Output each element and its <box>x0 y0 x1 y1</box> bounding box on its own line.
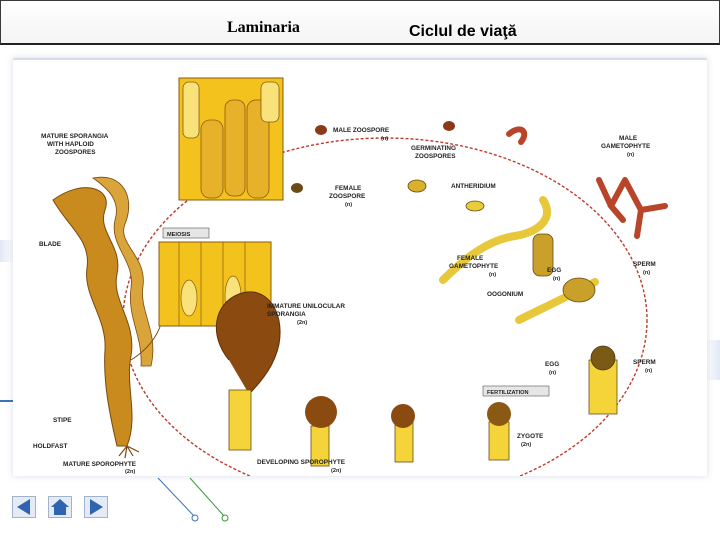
label-mature-sporophyte-ploidy: (2n) <box>125 469 135 475</box>
label-germinating-zoospores: ZOOSPORES <box>415 153 456 160</box>
label-egg: EGG <box>547 267 561 274</box>
label-sperm-ploidy: (n) <box>643 270 650 276</box>
label-male-gametophyte-ploidy: (n) <box>627 152 634 158</box>
arrow-right-icon <box>84 496 108 518</box>
label-sporangia-ploidy: (2n) <box>297 320 307 326</box>
side-decoration-right <box>706 340 720 380</box>
label-developing-sporophyte: DEVELOPING SPOROPHYTE <box>257 459 346 466</box>
decorative-connectors <box>157 477 229 522</box>
label-oogonium: OOGONIUM <box>487 291 523 298</box>
arrow-left-icon <box>12 496 36 518</box>
label-zygote-ploidy: (2n) <box>521 442 531 448</box>
label-with-haploid: WITH HAPLOID <box>47 141 94 148</box>
label-sporangia: SPORANGIA <box>267 311 306 318</box>
label-egg-ploidy: (n) <box>553 276 560 282</box>
label-sperm-2: SPERM <box>633 359 656 366</box>
label-germinating: GERMINATING <box>411 145 456 152</box>
home-icon <box>48 496 72 518</box>
label-zygote: ZYGOTE <box>517 433 544 440</box>
egg-fertilization-figure <box>588 345 618 415</box>
female-gametophyte-figure <box>439 196 599 324</box>
mature-sporangia-block <box>178 77 284 201</box>
label-female-gametophyte-ploidy: (n) <box>489 272 496 278</box>
label-female-2: FEMALE <box>457 255 484 262</box>
male-zoospore <box>315 125 327 135</box>
header-bar: Laminaria Ciclul de viaţă <box>0 0 720 45</box>
label-egg-2-ploidy: (n) <box>549 370 556 376</box>
label-egg-2: EGG <box>545 361 559 368</box>
label-developing-sporophyte-ploidy: (2n) <box>331 468 341 474</box>
label-fertilization: FERTILIZATION <box>487 390 529 396</box>
label-female-zoospore: ZOOSPORE <box>329 193 366 200</box>
side-line-left <box>0 400 14 402</box>
label-female-zoospore-ploidy: (n) <box>345 202 352 208</box>
label-sperm-2-ploidy: (n) <box>645 368 652 374</box>
content-frame: MEIOSIS <box>13 58 707 503</box>
slide-title: Laminaria <box>227 19 300 36</box>
label-holdfast: HOLDFAST <box>33 443 68 450</box>
label-male-zoospore-ploidy: (n) <box>381 136 388 142</box>
label-male-gametophyte: GAMETOPHYTE <box>601 143 651 150</box>
label-antheridium: ANTHERIDIUM <box>451 183 496 190</box>
label-zoospores: ZOOSPORES <box>55 149 96 156</box>
next-slide-button[interactable] <box>84 496 108 518</box>
label-immature-unilocular: IMMATURE UNILOCULAR <box>267 303 345 310</box>
label-male: MALE <box>619 135 638 142</box>
home-button[interactable] <box>48 496 72 518</box>
fertilization-tag <box>482 385 550 397</box>
germinating-zoospore-2 <box>465 200 485 212</box>
developing-sporophyte-figure <box>215 291 415 467</box>
mature-sporophyte-figure <box>52 176 164 459</box>
male-zoospore-2 <box>443 121 455 131</box>
label-meiosis: MEIOSIS <box>167 232 191 238</box>
zygote-figure <box>487 402 511 461</box>
label-blade: BLADE <box>39 241 62 248</box>
germinating-zoospore <box>407 179 427 193</box>
label-male-zoospore: MALE ZOOSPORE <box>333 127 390 134</box>
side-decoration-left <box>0 240 14 262</box>
label-female: FEMALE <box>335 185 362 192</box>
previous-slide-button[interactable] <box>12 496 36 518</box>
label-female-gametophyte: GAMETOPHYTE <box>449 263 499 270</box>
meiosis-tag <box>162 227 210 239</box>
life-cycle-diagram: MEIOSIS <box>33 77 668 503</box>
female-zoospore <box>291 183 303 193</box>
male-gametophyte-figure <box>506 126 668 239</box>
label-mature-sporangia: MATURE SPORANGIA <box>41 133 109 140</box>
slide-subtitle: Ciclul de viaţă <box>409 23 517 40</box>
label-mature-sporophyte: MATURE SPOROPHYTE <box>63 461 137 468</box>
label-sperm: SPERM <box>633 261 656 268</box>
label-stipe: STIPE <box>53 417 72 424</box>
